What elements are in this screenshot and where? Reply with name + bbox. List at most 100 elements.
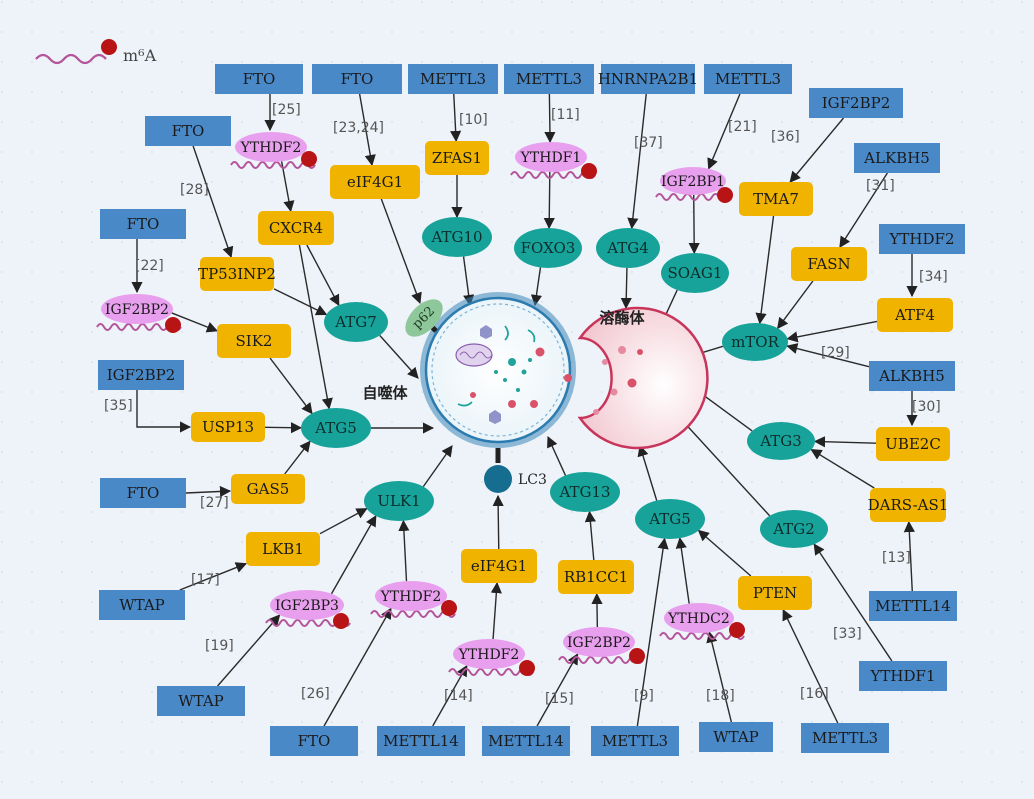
node-label: SOAG1 bbox=[668, 264, 723, 282]
regulator-shape bbox=[100, 478, 186, 508]
edge-n5-to-t3 bbox=[627, 93, 647, 230]
target-shape bbox=[258, 211, 334, 245]
node-n20: METTL3 bbox=[591, 726, 679, 756]
node-label: IGF2BP2 bbox=[567, 635, 631, 651]
edge-n24-to-t12 bbox=[813, 543, 893, 662]
regulator-shape bbox=[591, 726, 679, 756]
edge-r8-to-o15 bbox=[591, 592, 603, 628]
protein-shape bbox=[301, 408, 371, 448]
edge-r7-to-o14 bbox=[490, 581, 502, 640]
protein-shape bbox=[422, 217, 492, 257]
node-label: YTHDF2 bbox=[889, 230, 955, 248]
node-label: FASN bbox=[807, 255, 850, 273]
edge-o6-to-t6 bbox=[777, 280, 814, 330]
node-o3: CXCR4 bbox=[258, 211, 334, 245]
target-shape bbox=[791, 247, 867, 281]
regulator-shape bbox=[504, 64, 594, 94]
m6a-dot-icon bbox=[519, 660, 535, 676]
node-label: YTHDF2 bbox=[458, 647, 520, 663]
node-n7: IGF2BP2 bbox=[809, 88, 903, 118]
node-r6: YTHDF2 bbox=[370, 581, 457, 618]
lc3-label: LC3 bbox=[518, 472, 547, 488]
citation-label: [15] bbox=[545, 691, 574, 707]
node-label: ULK1 bbox=[377, 492, 420, 510]
edge-o8-to-t7 bbox=[269, 357, 313, 415]
node-label: TMA7 bbox=[753, 190, 799, 208]
node-n21: WTAP bbox=[699, 722, 773, 752]
protein-shape bbox=[635, 499, 705, 539]
node-n4: METTL3 bbox=[504, 64, 594, 94]
node-label: FTO bbox=[172, 122, 205, 140]
lc3-marker: LC3 bbox=[484, 448, 547, 493]
edge-o15-to-t10 bbox=[584, 510, 596, 561]
citation-label: [11] bbox=[551, 107, 580, 123]
regulator-shape bbox=[801, 723, 889, 753]
mrna-wave-icon bbox=[35, 53, 107, 65]
regulator-shape bbox=[879, 224, 965, 254]
m6a-dot-icon bbox=[581, 163, 597, 179]
protein-shape bbox=[550, 472, 620, 512]
legend-label: m⁶A bbox=[123, 46, 157, 65]
node-n6: METTL3 bbox=[704, 64, 792, 94]
regulator-shape bbox=[601, 64, 695, 94]
node-n22: METTL3 bbox=[801, 723, 889, 753]
node-n19: METTL14 bbox=[482, 726, 570, 756]
edge-o5-to-t6 bbox=[755, 215, 775, 325]
m6a-dot-icon bbox=[301, 151, 317, 167]
node-label: ATF4 bbox=[894, 306, 935, 324]
edge-t5-to-organelle bbox=[379, 334, 419, 379]
target-shape bbox=[461, 549, 537, 583]
node-n13: ALKBH5 bbox=[869, 361, 955, 391]
node-label: eIF4G1 bbox=[347, 173, 403, 191]
reader-shape bbox=[515, 142, 587, 172]
node-n18: METTL14 bbox=[377, 726, 465, 756]
node-label: USP13 bbox=[202, 418, 254, 436]
node-t12: ATG2 bbox=[760, 510, 828, 548]
regulator-shape bbox=[270, 726, 358, 756]
node-t4: SOAG1 bbox=[661, 253, 729, 293]
citation-label: [18] bbox=[706, 688, 735, 704]
regulator-shape bbox=[809, 88, 903, 118]
target-shape bbox=[330, 165, 420, 199]
edge-t12-to-organelle bbox=[679, 417, 771, 517]
reader-shape bbox=[664, 603, 734, 633]
node-n9: ALKBH5 bbox=[854, 143, 940, 173]
edge-o14-to-organelle bbox=[492, 494, 504, 550]
regulator-shape bbox=[377, 726, 465, 756]
node-label: FTO bbox=[127, 215, 160, 233]
edge-t2-to-organelle bbox=[530, 267, 542, 307]
citation-label: [31] bbox=[866, 178, 895, 194]
edge-t3-to-organelle bbox=[620, 267, 632, 310]
node-label: ATG4 bbox=[606, 239, 649, 257]
citation-label: [28] bbox=[180, 182, 209, 198]
node-t2: FOXO3 bbox=[514, 228, 582, 268]
citation-label: [14] bbox=[444, 688, 473, 704]
node-label: IGF2BP2 bbox=[822, 94, 891, 112]
target-shape bbox=[877, 298, 953, 332]
mrna-wave-icon bbox=[655, 193, 727, 201]
node-label: WTAP bbox=[178, 692, 224, 710]
m6a-dot-icon bbox=[165, 317, 181, 333]
edge-n20-to-t11 bbox=[636, 537, 669, 727]
node-label: ALKBH5 bbox=[878, 367, 945, 385]
node-o16: PTEN bbox=[738, 576, 812, 610]
regulator-shape bbox=[98, 360, 184, 390]
citation-label: [16] bbox=[800, 686, 829, 702]
node-o11: UBE2C bbox=[876, 427, 950, 461]
reader-shape bbox=[101, 294, 173, 324]
m6a-dot-icon bbox=[729, 622, 745, 638]
node-label: DARS-AS1 bbox=[868, 496, 949, 514]
node-n11: YTHDF2 bbox=[879, 224, 965, 254]
node-t9: ULK1 bbox=[364, 481, 434, 521]
node-r9: YTHDC2 bbox=[659, 603, 745, 640]
edge-r9-to-t11 bbox=[675, 537, 690, 604]
node-label: YTHDF1 bbox=[520, 150, 582, 166]
edge-n2-to-o1 bbox=[358, 93, 376, 167]
target-shape bbox=[739, 182, 813, 216]
edge-n13-to-t6 bbox=[786, 343, 870, 368]
lysosome bbox=[564, 306, 709, 450]
node-label: PTEN bbox=[753, 584, 797, 602]
node-n3: METTL3 bbox=[408, 64, 498, 94]
protein-shape bbox=[760, 510, 828, 548]
